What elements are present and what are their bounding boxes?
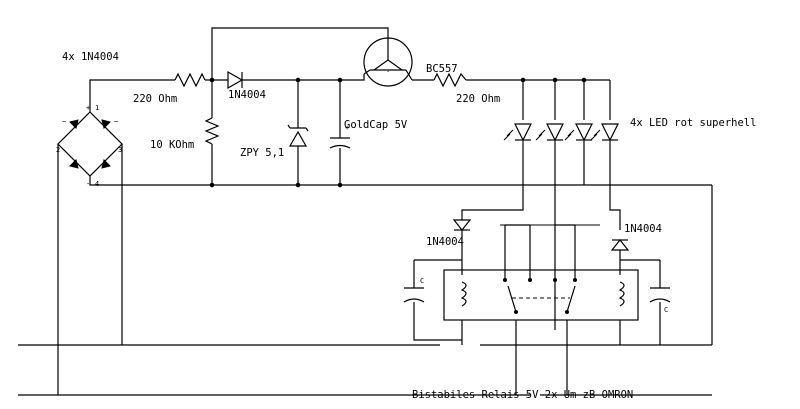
- wires: [18, 27, 713, 396]
- transistor-bc557: .: [363, 37, 413, 87]
- diode-d1-label: 1N4004: [228, 89, 266, 101]
- bridge-pin-minus: -: [86, 180, 90, 188]
- resistor-10k-label: 10 KOhm: [150, 139, 194, 151]
- goldcap-label: GoldCap 5V: [344, 119, 408, 131]
- diode-relay-left: [452, 219, 472, 231]
- diode-relay-left-label: 1N4004: [426, 236, 464, 248]
- led-4: [590, 123, 619, 142]
- bridge-pin-1: 1: [95, 104, 99, 112]
- junction-dots: [209, 77, 587, 188]
- bridge-pin-3: 3: [118, 146, 122, 154]
- cap-right-label: C: [664, 306, 668, 314]
- led-3: [564, 123, 593, 142]
- bridge-pin-plus: +: [86, 104, 90, 112]
- zener-diode: [287, 124, 309, 147]
- diode-d1: [227, 70, 244, 90]
- leds-label: 4x LED rot superhell: [630, 117, 756, 129]
- led-2: [535, 123, 564, 142]
- transistor-label: BC557: [426, 63, 458, 75]
- goldcap-capacitor: +: [329, 124, 351, 149]
- capacitor-relay-right: [649, 287, 671, 303]
- svg-text:+: +: [345, 124, 349, 132]
- resistor-r2: [433, 72, 467, 88]
- capacitor-relay-left: [403, 287, 425, 303]
- led-array: [503, 123, 619, 142]
- bridge-label: 4x 1N4004: [62, 51, 119, 63]
- bridge-ac-right: ~: [114, 118, 118, 126]
- diode-relay-right-label: 1N4004: [624, 223, 662, 235]
- resistor-10k: [204, 117, 220, 145]
- resistor-r1-label: 220 Ohm: [133, 93, 177, 105]
- relay-label: Bistabiles Relais 5V 2x Um zB OMRON: [412, 389, 633, 401]
- diode-relay-right: [610, 239, 630, 251]
- bridge-ac-left: ~: [62, 118, 66, 126]
- resistor-r1: [174, 72, 206, 88]
- svg-text:.: .: [386, 66, 390, 74]
- bridge-pin-4: 4: [95, 180, 99, 188]
- cap-left-label: C: [420, 277, 424, 285]
- relay: [443, 269, 639, 321]
- resistor-r2-label: 220 Ohm: [456, 93, 500, 105]
- bridge-rectifier: + 1 - 4 2 3 ~ ~: [56, 104, 123, 188]
- led-1: [503, 123, 532, 142]
- zener-label: ZPY 5,1: [240, 147, 284, 159]
